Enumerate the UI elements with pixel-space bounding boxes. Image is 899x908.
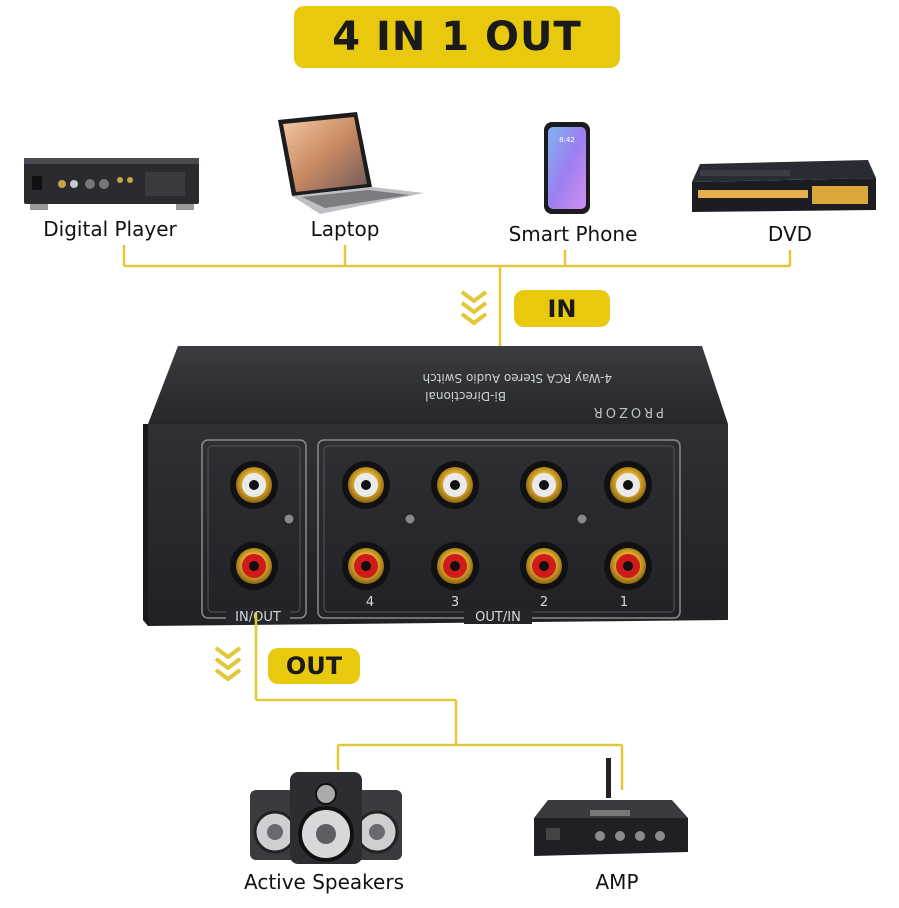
dvd-device [692, 160, 876, 212]
label-active-speakers: Active Speakers [236, 870, 412, 894]
label-digital-player: Digital Player [24, 217, 196, 241]
chevron-down-icon [216, 648, 240, 679]
label-dvd: DVD [750, 222, 830, 246]
label-laptop: Laptop [290, 217, 400, 241]
device-brand: PROZOR [591, 404, 664, 419]
digital-player-device [24, 158, 199, 210]
laptop-device [278, 112, 424, 214]
active-speakers-device [250, 772, 402, 864]
port-number-2: 2 [540, 595, 548, 610]
label-smart-phone: Smart Phone [500, 222, 646, 246]
device-name-line2: Bi-Directional [425, 389, 506, 403]
port-number-4: 4 [366, 595, 374, 610]
port-group-in-out: IN/OUT [235, 610, 281, 625]
amp-device [534, 758, 688, 856]
audio-switch-device: PROZOR 4-Way RCA Stereo Audio Switch Bi-… [143, 346, 728, 626]
device-name-line1: 4-Way RCA Stereo Audio Switch [423, 371, 613, 385]
port-number-3: 3 [451, 595, 459, 610]
phone-clock: 8:42 [559, 136, 575, 144]
out-badge: OUT [268, 648, 360, 684]
in-badge: IN [514, 290, 610, 327]
chevron-down-icon [462, 292, 486, 323]
port-number-1: 1 [620, 595, 628, 610]
port-group-out-in: OUT/IN [475, 610, 521, 625]
label-amp: AMP [582, 870, 652, 894]
smart-phone-device: 8:42 [544, 122, 590, 214]
output-connector-lines [256, 612, 622, 790]
